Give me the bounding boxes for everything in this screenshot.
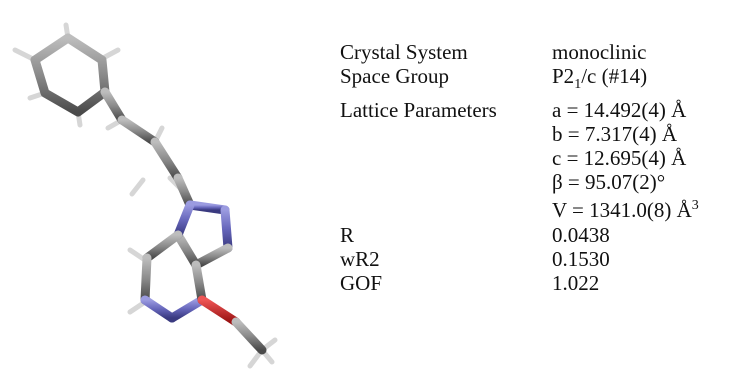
- value-volume: V = 1341.0(8) Å3: [552, 194, 699, 222]
- space-group-main: P2: [552, 64, 575, 89]
- hydrogen-bonds: [12, 22, 278, 369]
- label-lattice-parameters: Lattice Parameters: [340, 97, 497, 122]
- row-crystal-system: Crystal System monoclinic: [340, 40, 699, 64]
- label-empty: [340, 194, 552, 222]
- label-crystal-system: Crystal System: [340, 40, 468, 64]
- label-empty: [340, 170, 552, 194]
- label-r: R: [340, 222, 355, 247]
- label-empty: [340, 122, 552, 146]
- row-gof: GOF 1.022: [340, 271, 699, 295]
- row-space-group: Space Group P21/c (#14): [340, 64, 699, 97]
- pyridine-ring: [140, 230, 207, 323]
- value-lattice-beta: β = 95.07(2)°: [552, 170, 666, 195]
- value-space-group: P21/c (#14): [552, 64, 647, 97]
- space-group-subscript: 1: [574, 77, 582, 93]
- row-r: R 0.0438: [340, 223, 699, 247]
- pyrazole-ring: [173, 200, 233, 270]
- value-lattice-c: c = 12.695(4) Å: [552, 146, 687, 170]
- row-lattice-b: b = 7.317(4) Å: [340, 122, 699, 146]
- row-wr2: wR2 0.1530: [340, 247, 699, 271]
- label-empty: [340, 146, 552, 170]
- value-lattice-a: a = 14.492(4) Å: [552, 97, 687, 122]
- alkyl-chain: [100, 87, 195, 210]
- space-group-suffix: /c (#14): [581, 64, 648, 89]
- row-lattice-c: c = 12.695(4) Å: [340, 146, 699, 170]
- value-r: 0.0438: [552, 222, 610, 247]
- value-gof: 1.022: [552, 271, 600, 296]
- molecule-structure: [12, 22, 278, 369]
- row-volume: V = 1341.0(8) Å3: [340, 194, 699, 222]
- volume-main: V = 1341.0(8) Å: [552, 198, 692, 223]
- label-space-group: Space Group: [340, 64, 450, 89]
- phenyl-ring: [30, 33, 110, 117]
- row-lattice-beta: β = 95.07(2)°: [340, 170, 699, 194]
- volume-superscript: 3: [691, 198, 699, 214]
- value-lattice-b: b = 7.317(4) Å: [552, 121, 677, 146]
- label-wr2: wR2: [340, 246, 380, 271]
- value-wr2: 0.1530: [552, 246, 610, 271]
- value-crystal-system: monoclinic: [552, 40, 647, 64]
- row-lattice-a: Lattice Parameters a = 14.492(4) Å: [340, 98, 699, 122]
- methoxy-group: [197, 295, 267, 355]
- label-gof: GOF: [340, 271, 383, 296]
- crystal-data-table: Crystal System monoclinic Space Group P2…: [340, 40, 699, 295]
